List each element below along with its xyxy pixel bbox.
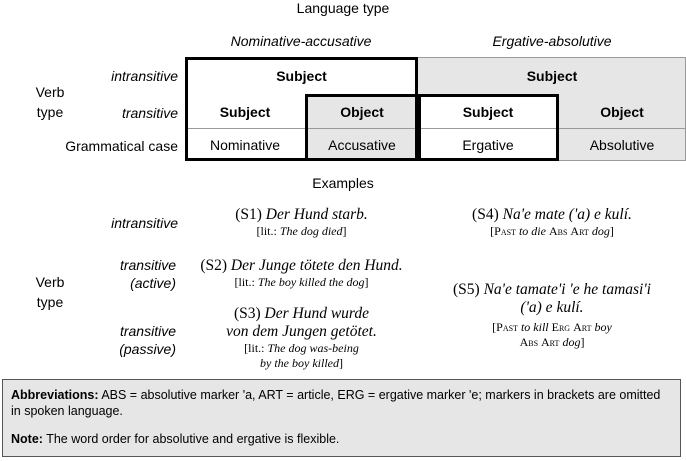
gloss-past: Past bbox=[494, 224, 516, 238]
abbreviations-label: Abbreviations: bbox=[11, 388, 99, 402]
lit-prefix: [lit.: bbox=[244, 341, 265, 355]
gloss-past: Past bbox=[496, 320, 518, 334]
cell-erg-subject-intransitive: Subject bbox=[526, 68, 578, 84]
examples-label-transitive-active: transitive (active) bbox=[119, 257, 176, 291]
cell-nom-object-transitive: Object bbox=[340, 104, 384, 120]
verb-type-label: Verb type bbox=[35, 84, 65, 120]
language-type-heading: Language type bbox=[296, 0, 390, 16]
ergative-absolutive-heading: Ergative-absolutive bbox=[492, 33, 612, 49]
cell-nominative: Nominative bbox=[209, 137, 281, 153]
example-s4-text: Na'e mate ('a) e kulí. bbox=[502, 206, 632, 223]
example-s4-sentence: (S4) Na'e mate ('a) e kulí. bbox=[418, 206, 686, 224]
example-s1-number: (S1) bbox=[235, 206, 262, 223]
gloss-art: Art bbox=[573, 320, 592, 334]
grid-line-erg-top bbox=[418, 57, 686, 58]
example-s1-text: Der Hund starb. bbox=[265, 206, 368, 223]
examples-label-transitive-passive: transitive (passive) bbox=[119, 323, 176, 357]
example-s5-text-line1: Na'e tamate'i 'e he tamasi'i bbox=[483, 281, 651, 298]
row-label-transitive: transitive bbox=[121, 105, 178, 121]
cell-nom-subject-intransitive: Subject bbox=[276, 68, 327, 84]
abbreviations-paragraph: Abbreviations: ABS = absolutive marker '… bbox=[11, 387, 672, 419]
lit-suffix: ] bbox=[364, 275, 369, 289]
example-s2-sentence: (S2) Der Junge tötete den Hund. bbox=[180, 257, 423, 275]
subject-box-ergative bbox=[418, 94, 559, 161]
example-s2-literal: [lit.: The boy killed the dog] bbox=[180, 275, 423, 290]
note-paragraph: Note: The word order for absolutive and … bbox=[11, 431, 672, 447]
gloss-dog: dog bbox=[562, 335, 581, 349]
cell-ergative: Ergative bbox=[462, 137, 514, 153]
row-label-grammatical-case: Grammatical case bbox=[65, 138, 178, 154]
gloss-abs: Abs bbox=[519, 335, 539, 349]
gloss-close: ] bbox=[609, 224, 614, 238]
lit-text-line1: The dog was-being bbox=[267, 341, 359, 355]
cell-erg-subject-transitive: Subject bbox=[462, 104, 514, 120]
gloss-to-die: to die bbox=[518, 224, 546, 238]
example-s5-gloss-line2: Abs Art dog] bbox=[418, 335, 686, 350]
example-s1-literal: [lit.: The dog died] bbox=[185, 224, 418, 239]
cell-absolutive: Absolutive bbox=[589, 137, 655, 153]
gloss-boy: boy bbox=[594, 320, 612, 334]
gloss-open: [ bbox=[490, 224, 495, 238]
lit-suffix: ] bbox=[342, 224, 347, 238]
lit-text: The dog died bbox=[279, 224, 343, 238]
object-box-accusative bbox=[305, 94, 418, 161]
examples-heading: Examples bbox=[312, 175, 374, 191]
example-s2-text: Der Junge tötete den Hund. bbox=[230, 257, 403, 274]
example-s3: (S3) Der Hund wurde von dem Jungen getöt… bbox=[185, 305, 418, 371]
lit-text: The boy killed the dog bbox=[257, 275, 365, 289]
lit-text-line2: by the boy killed bbox=[260, 356, 339, 370]
gloss-art-2: Art bbox=[541, 335, 560, 349]
example-s3-text-line2: von dem Jungen getötet. bbox=[226, 323, 377, 340]
example-s5-number: (S5) bbox=[453, 281, 480, 298]
example-s2-number: (S2) bbox=[200, 257, 228, 274]
example-s3-text-line1: Der Hund wurde bbox=[264, 305, 370, 322]
example-s3-sentence: (S3) Der Hund wurde bbox=[185, 305, 418, 323]
lit-prefix: [lit.: bbox=[256, 224, 277, 238]
note-text: The word order for absolutive and ergati… bbox=[46, 432, 340, 446]
note-label: Note: bbox=[11, 432, 43, 446]
row-label-intransitive: intransitive bbox=[111, 68, 178, 84]
gloss-art: Art bbox=[570, 224, 589, 238]
grid-line-case-top bbox=[185, 128, 686, 129]
example-s4: (S4) Na'e mate ('a) e kulí. [Past to die… bbox=[418, 206, 686, 239]
lit-suffix: ] bbox=[338, 356, 343, 370]
lit-prefix: [lit.: bbox=[234, 275, 255, 289]
gloss-open: [ bbox=[492, 320, 497, 334]
example-s3-literal: [lit.: The dog was-being bbox=[185, 341, 418, 356]
examples-verb-type-label: Verb type bbox=[35, 274, 65, 310]
cell-erg-object-transitive: Object bbox=[600, 104, 644, 120]
example-s3-number: (S3) bbox=[233, 305, 261, 322]
example-s1: (S1) Der Hund starb. [lit.: The dog died… bbox=[185, 206, 418, 239]
example-s5-text-line2: ('a) e kulí. bbox=[520, 299, 584, 316]
example-s3-literal-line2: by the boy killed] bbox=[185, 356, 418, 371]
gloss-dog: dog bbox=[591, 224, 610, 238]
example-s1-sentence: (S1) Der Hund starb. bbox=[185, 206, 418, 224]
example-s5-sentence: (S5) Na'e tamate'i 'e he tamasi'i bbox=[418, 281, 686, 299]
nominative-accusative-heading: Nominative-accusative bbox=[230, 33, 372, 49]
example-s4-number: (S4) bbox=[472, 206, 499, 223]
cell-nom-subject-transitive: Subject bbox=[219, 104, 271, 120]
gloss-erg: Erg bbox=[551, 320, 571, 334]
example-s2: (S2) Der Junge tötete den Hund. [lit.: T… bbox=[180, 257, 423, 290]
gloss-close: ] bbox=[580, 335, 585, 349]
gloss-to-kill: to kill bbox=[520, 320, 549, 334]
abbreviations-text: ABS = absolutive marker 'a, ART = articl… bbox=[11, 388, 661, 418]
abbreviations-box: Abbreviations: ABS = absolutive marker '… bbox=[2, 379, 681, 457]
example-s5: (S5) Na'e tamate'i 'e he tamasi'i ('a) e… bbox=[418, 281, 686, 350]
cell-accusative: Accusative bbox=[328, 137, 396, 153]
ergative-absolutive-gray-area bbox=[418, 57, 686, 95]
example-s4-gloss: [Past to die Abs Art dog] bbox=[418, 224, 686, 239]
examples-label-intransitive: intransitive bbox=[111, 215, 178, 231]
gloss-abs: Abs bbox=[548, 224, 568, 238]
example-s5-gloss-line1: [Past to kill Erg Art boy bbox=[418, 320, 686, 335]
